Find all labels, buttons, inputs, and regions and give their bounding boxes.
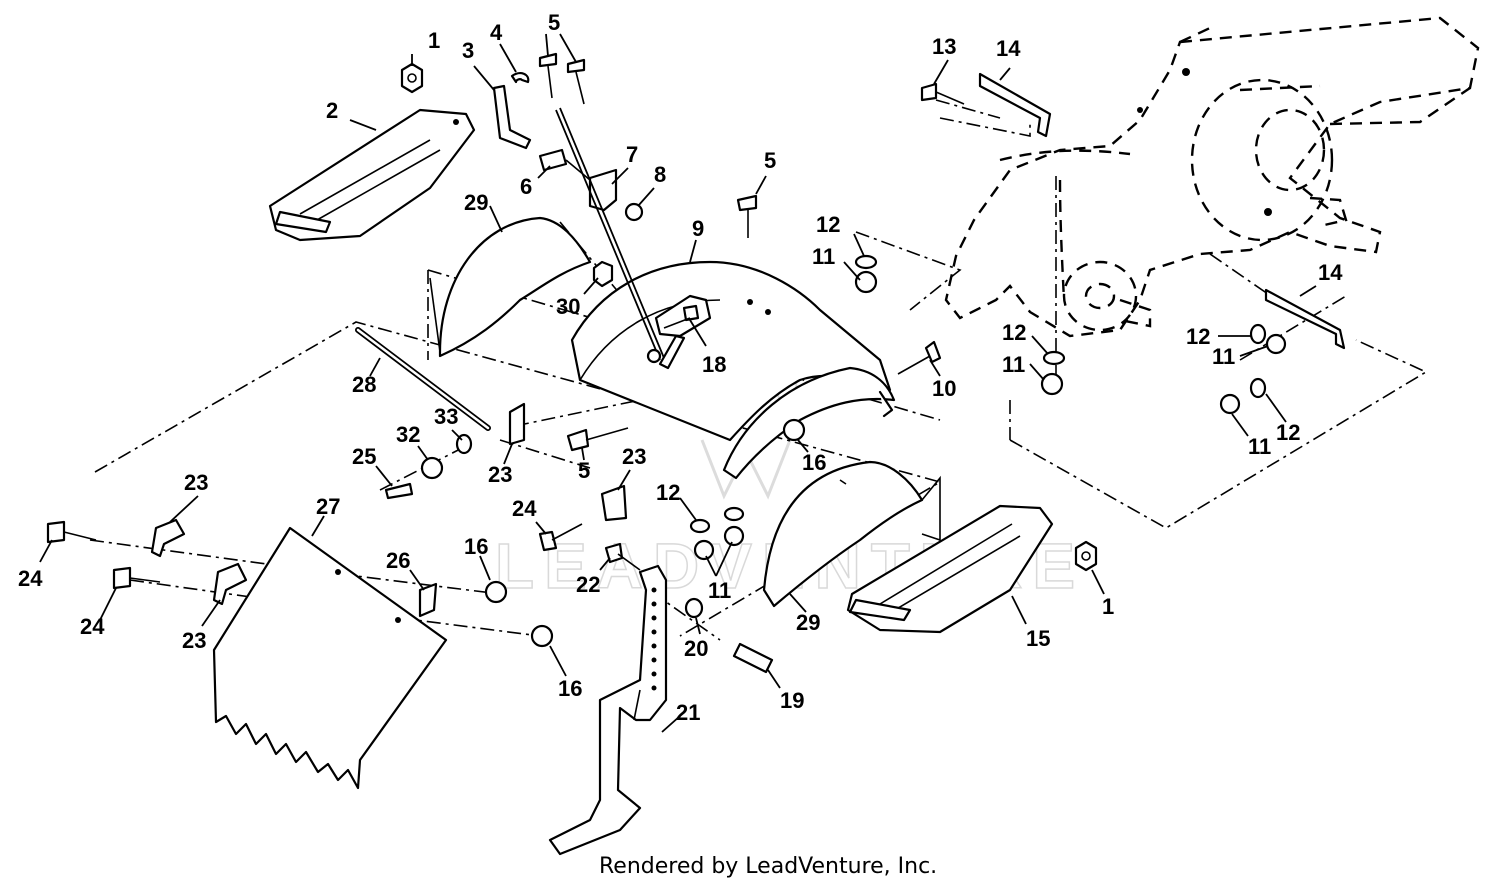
callout-29: 29 — [464, 190, 488, 215]
part-15-right-tine-shield — [846, 504, 1054, 634]
part-30-nut — [592, 260, 614, 288]
tiller-frame-outline — [944, 16, 1480, 338]
callout-11: 11 — [708, 578, 731, 603]
part-28-rod — [355, 327, 491, 431]
bolts — [46, 52, 965, 674]
part-2-left-tine-shield — [268, 108, 476, 242]
callout-32: 32 — [396, 422, 420, 447]
callout-24: 24 — [18, 566, 43, 591]
part-1-nut-left — [400, 62, 424, 94]
callout-16: 16 — [464, 534, 488, 559]
callout-1: 1 — [1102, 594, 1114, 619]
callout-28: 28 — [352, 372, 376, 397]
callout-14: 14 — [996, 36, 1021, 61]
callout-6: 6 — [520, 174, 532, 199]
callout-12: 12 — [1002, 320, 1026, 345]
callout-8: 8 — [654, 162, 666, 187]
callout-4: 4 — [490, 20, 503, 45]
callout-21: 21 — [676, 700, 700, 725]
callout-23: 23 — [622, 444, 646, 469]
part-21-depth-bar — [548, 564, 668, 856]
callout-22: 22 — [576, 572, 600, 597]
callout-12: 12 — [816, 212, 840, 237]
nuts-and-washers — [420, 202, 1287, 648]
callout-12: 12 — [656, 480, 680, 505]
callout-20: 20 — [684, 636, 708, 661]
callout-11: 11 — [812, 244, 835, 269]
callout-2: 2 — [326, 98, 338, 123]
part-29-right-side-plate — [762, 460, 941, 608]
callout-26: 26 — [386, 548, 410, 573]
callout-23: 23 — [182, 628, 206, 653]
callout-33: 33 — [434, 404, 458, 429]
callout-3: 3 — [462, 38, 474, 63]
callout-16: 16 — [558, 676, 582, 701]
callout-18: 18 — [702, 352, 726, 377]
callout-10: 10 — [932, 376, 956, 401]
callout-5: 5 — [764, 148, 776, 173]
part-26-clip — [418, 582, 438, 618]
part-9-hood-flap — [722, 366, 896, 480]
callout-5: 5 — [578, 458, 590, 483]
callout-5: 5 — [548, 10, 560, 35]
part-1-nut-right — [1074, 540, 1098, 572]
callout-29: 29 — [796, 610, 820, 635]
callout-14: 14 — [1318, 260, 1343, 285]
callout-15: 15 — [1026, 626, 1050, 651]
callout-11: 11 — [1248, 434, 1271, 459]
callout-23: 23 — [488, 462, 512, 487]
callout-30: 30 — [556, 294, 580, 319]
callout-7: 7 — [626, 142, 638, 167]
callout-12: 12 — [1276, 420, 1300, 445]
callout-27: 27 — [316, 494, 340, 519]
callout-1: 1 — [428, 28, 440, 53]
part-29-left-side-plate — [429, 216, 592, 358]
callout-11: 11 — [1212, 344, 1235, 369]
callout-24: 24 — [512, 496, 537, 521]
footer-credit: Rendered by LeadVenture, Inc. — [599, 854, 937, 879]
callout-19: 19 — [780, 688, 804, 713]
callout-9: 9 — [692, 216, 704, 241]
callout-13: 13 — [932, 34, 956, 59]
callout-11: 11 — [1002, 352, 1025, 377]
callout-24: 24 — [80, 614, 105, 639]
callout-16: 16 — [802, 450, 826, 475]
brackets — [150, 72, 1346, 606]
callout-12: 12 — [1186, 324, 1210, 349]
callout-23: 23 — [184, 470, 208, 495]
part-27-drag-shield — [212, 526, 448, 790]
leader-lines — [39, 33, 1317, 733]
callout-25: 25 — [352, 444, 376, 469]
part-9-tine-hood — [570, 260, 892, 442]
callouts: 1 2 3 4 5 6 7 8 29 9 5 30 18 13 14 12 11… — [18, 10, 1343, 725]
